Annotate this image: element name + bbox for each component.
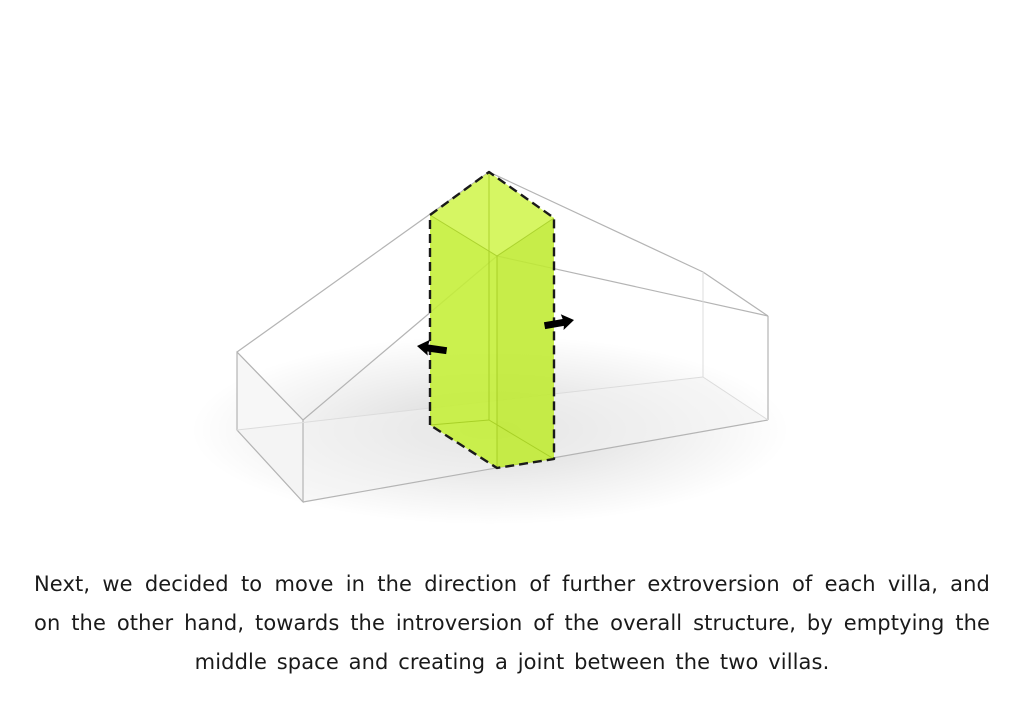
- joint-inner-edges: [429, 172, 555, 468]
- joint-right-face: [497, 218, 554, 468]
- axonometric-diagram: [190, 170, 790, 525]
- arrow-left-icon: [417, 339, 448, 356]
- caption-text: Next, we decided to move in the directio…: [34, 572, 990, 674]
- arrow-right-icon: [543, 314, 574, 330]
- joint-volume: [428, 170, 556, 470]
- joint-dashed-outline: [428, 170, 556, 470]
- joint-top-face: [430, 172, 554, 256]
- joint-left-face: [430, 215, 497, 468]
